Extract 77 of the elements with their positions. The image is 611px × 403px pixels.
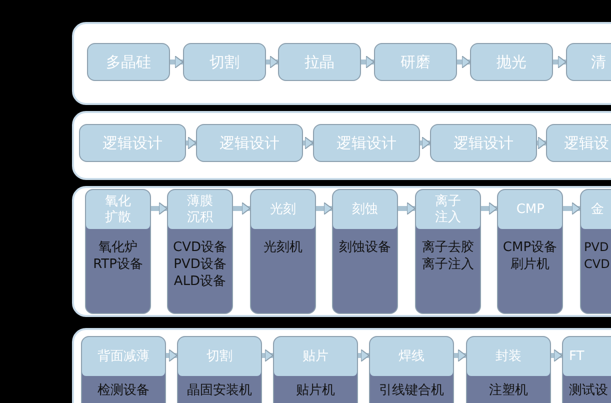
step-header: 封装	[467, 337, 550, 376]
step-header: 氧化扩散	[86, 190, 150, 229]
step-header: 离子注入	[416, 190, 480, 229]
step-header: 薄膜沉积	[168, 190, 232, 229]
arrow	[233, 202, 250, 215]
process-column	[167, 189, 233, 314]
process-box: 多晶硅	[87, 43, 170, 81]
equipment-label: 贴片机	[296, 382, 335, 399]
step-header: 贴片	[274, 337, 357, 376]
equipment-label: 引线键合机	[379, 382, 444, 399]
equipment-label: 离子去胶	[422, 239, 474, 256]
arrow	[537, 136, 546, 150]
process-column	[273, 336, 358, 403]
process-box: 逻辑设计	[430, 124, 537, 162]
equipment-label: 检测设备	[98, 382, 150, 399]
process-column	[466, 336, 551, 403]
process-column	[497, 189, 563, 314]
stage-panel	[72, 22, 611, 105]
process-box: 研磨	[374, 43, 457, 81]
arrow	[361, 56, 374, 68]
arrow	[457, 56, 470, 68]
process-box: 逻辑设计	[313, 124, 420, 162]
arrow	[316, 202, 332, 215]
arrow	[186, 136, 196, 150]
arrow	[266, 56, 278, 68]
stage-panel	[72, 111, 611, 180]
process-column	[81, 336, 166, 403]
equipment-label: 刻蚀设备	[339, 239, 391, 256]
arrow	[553, 56, 566, 68]
process-column	[177, 336, 262, 403]
equipment-label: CMP设备	[502, 239, 558, 256]
step-header: 刻蚀	[333, 190, 397, 229]
arrow	[166, 349, 178, 362]
equipment-label: 刷片机	[510, 256, 550, 273]
equipment-label: 晶固安装机	[187, 382, 252, 399]
process-column	[369, 336, 454, 403]
step-header: 焊线	[370, 337, 453, 376]
process-column	[85, 189, 151, 314]
arrow	[420, 136, 430, 150]
arrow	[303, 136, 314, 150]
stage-panel	[72, 186, 611, 317]
arrow	[358, 349, 370, 362]
equipment-label: ALD设备	[174, 273, 226, 290]
process-box: 清	[566, 43, 611, 81]
process-box: 逻辑设计	[196, 124, 303, 162]
equipment-label: CVD设备	[173, 239, 227, 256]
equipment-label: 测试设	[569, 382, 608, 399]
step-header: CMP	[498, 190, 562, 229]
process-column	[332, 189, 398, 314]
step-header: 光刻	[251, 190, 315, 229]
process-box: 拉晶	[278, 43, 361, 81]
process-box: 逻辑设计	[79, 124, 186, 162]
arrow	[551, 349, 562, 362]
process-box: 逻辑设	[546, 124, 611, 162]
process-column	[415, 189, 481, 314]
arrow	[262, 349, 274, 362]
arrow	[563, 202, 580, 215]
step-header: 金	[581, 190, 611, 229]
equipment-label: 光刻机	[264, 239, 302, 256]
equipment-label: CVD	[584, 256, 610, 273]
arrow	[151, 202, 168, 215]
equipment-label: 离子注入	[422, 256, 474, 273]
step-header: 背面减薄	[82, 337, 165, 376]
equipment-label: PVD	[584, 239, 609, 256]
equipment-label: RTP设备	[93, 256, 143, 273]
arrow	[481, 202, 498, 215]
arrow	[454, 349, 466, 362]
step-header: 切割	[178, 337, 261, 376]
arrow	[398, 202, 416, 215]
process-box: 切割	[183, 43, 266, 81]
equipment-label: 氧化炉	[98, 239, 138, 256]
process-box: 抛光	[470, 43, 553, 81]
equipment-label: PVD设备	[174, 256, 226, 273]
process-column	[250, 189, 316, 314]
step-header: FT	[563, 337, 611, 376]
equipment-label: 注塑机	[489, 382, 528, 399]
arrow	[170, 56, 184, 68]
